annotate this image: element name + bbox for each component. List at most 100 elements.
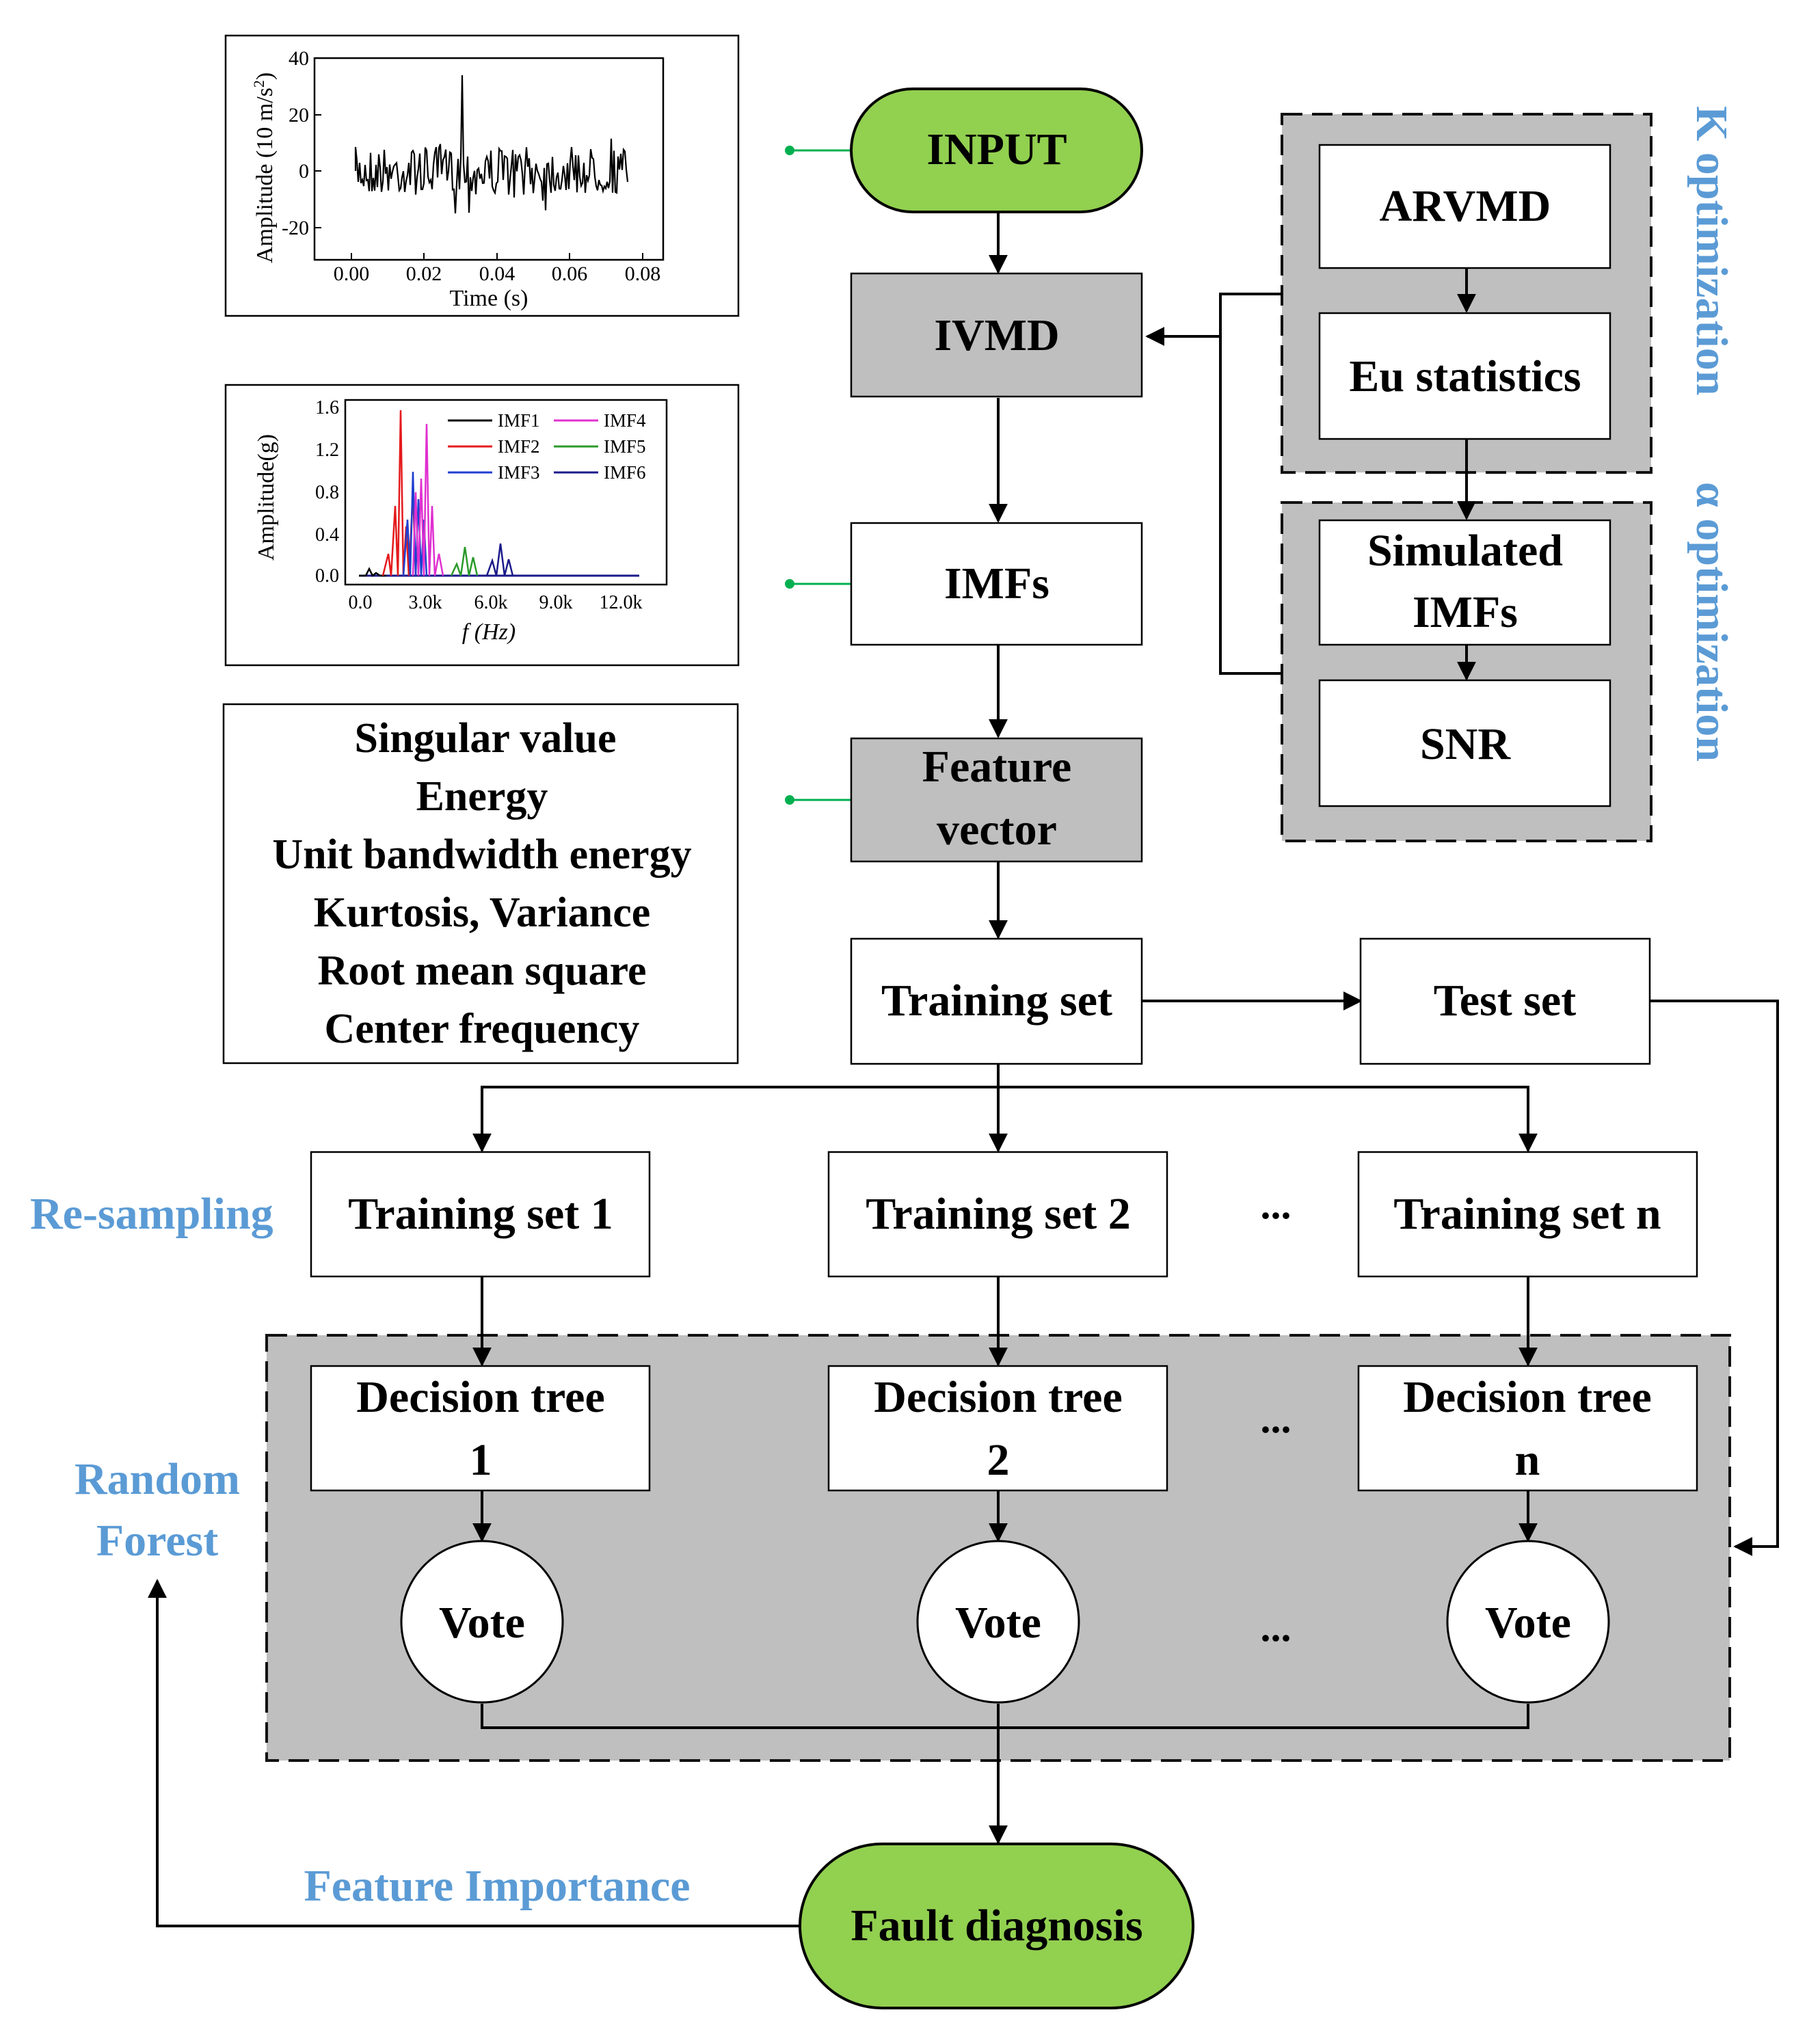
time-chart-yticks: 40 20 0 -20 [282,47,321,239]
test-set-label: Test set [1434,976,1576,1026]
time-ytick-0: 0 [299,160,309,183]
decision-tree-1-line2: 1 [470,1435,492,1485]
time-xtick-1: 0.02 [406,263,442,285]
decision-tree-n-line1: Decision tree [1403,1372,1651,1422]
time-ytick-20: 20 [289,104,309,126]
test-set-node[interactable]: Test set [1359,937,1651,1065]
feature-item-2: Energy [416,773,548,820]
decision-tree-2-line1: Decision tree [874,1372,1122,1422]
spectrum-legend: IMF1 IMF4 IMF2 IMF5 IMF3 IMF6 [448,410,646,483]
spectrum-xticks: 0.0 3.0k 6.0k 9.0k 12.0k [349,592,643,613]
vote-2-node[interactable]: Vote [916,1540,1080,1704]
alpha-optimization-label: α optimization [1687,482,1737,762]
imfs-node[interactable]: IMFs [850,522,1143,646]
decision-tree-n-node[interactable]: Decision tree n [1357,1365,1698,1492]
panel-connectors [785,146,851,805]
imf5-trace [450,546,479,576]
spectrum-ytick-4: 0.0 [315,565,339,587]
feature-item-5: Root mean square [317,948,646,994]
input-label: INPUT [926,124,1067,174]
simulated-imfs-node[interactable]: Simulated IMFs [1318,519,1611,646]
spectrum-ytick-1: 1.2 [315,440,339,461]
spectrum-ytick-2: 0.8 [315,482,339,503]
training-set-n-node[interactable]: Training set n [1357,1151,1698,1278]
legend-imf2: IMF2 [498,436,540,457]
time-chart-xticks: 0.00 0.02 0.04 0.06 0.08 [334,253,661,285]
feature-item-4: Kurtosis, Variance [314,889,651,936]
k-optimization-label: K optimization [1687,106,1737,396]
ivmd-label: IVMD [934,310,1059,360]
feature-item-3: Unit bandwidth energy [272,831,691,878]
simulated-imfs-line2: IMFs [1413,587,1518,637]
decision-tree-2-node[interactable]: Decision tree 2 [827,1365,1168,1492]
arvmd-node[interactable]: ARVMD [1318,144,1611,269]
time-xtick-4: 0.08 [625,263,661,285]
feature-item-6: Center frequency [325,1006,640,1052]
time-signal-trace [354,75,629,214]
legend-imf6: IMF6 [604,462,646,483]
spectrum-yticks: 1.6 1.2 0.8 0.4 0.0 [315,397,339,587]
ivmd-node[interactable]: IVMD [850,272,1143,398]
decision-tree-1-node[interactable]: Decision tree 1 [310,1365,651,1492]
training-set-label: Training set [881,976,1112,1026]
fault-diagnosis-label: Fault diagnosis [851,1901,1142,1951]
feature-importance-label: Feature Importance [304,1861,690,1911]
time-xtick-0: 0.00 [334,263,370,285]
time-xtick-3: 0.06 [552,263,588,285]
spectrum-xtick-3: 9.0k [539,592,573,613]
time-chart-ylabel: Amplitude (10 m/s2) [250,72,278,263]
vote-n-label: Vote [1485,1598,1571,1648]
spectrum-chart-axes [344,399,668,586]
vote-n-node[interactable]: Vote [1446,1540,1610,1704]
spectrum-ytick-3: 0.4 [315,524,339,546]
imf1-trace [359,567,386,577]
simulated-imfs-line1: Simulated [1367,526,1563,576]
spectrum-xtick-0: 0.0 [349,592,373,613]
decision-tree-n-line2: n [1515,1435,1540,1485]
legend-imf5: IMF5 [604,436,646,457]
spectrum-xtick-4: 12.0k [600,592,643,613]
feature-item-1: Singular value [354,715,616,762]
input-node[interactable]: INPUT [850,88,1143,213]
random-forest-label-line1: Random [75,1454,240,1504]
legend-imf4: IMF4 [604,410,646,431]
imf4-trace [412,423,444,576]
snr-node[interactable]: SNR [1318,679,1611,807]
training-set-1-node[interactable]: Training set 1 [310,1151,651,1278]
feature-list-panel: Singular value Energy Unit bandwidth ene… [222,703,739,1065]
ellipsis-tree: ... [1261,1396,1292,1441]
fault-diagnosis-node[interactable]: Fault diagnosis [799,1843,1194,2009]
time-ytick-neg20: -20 [282,217,309,239]
feature-vector-node[interactable]: Feature vector [850,737,1143,863]
legend-imf3: IMF3 [498,462,540,483]
training-set-node[interactable]: Training set [850,937,1143,1065]
connectors [148,146,1779,1927]
snr-label: SNR [1420,719,1511,769]
training-set-2-node[interactable]: Training set 2 [827,1151,1168,1278]
vote-1-node[interactable]: Vote [400,1540,564,1704]
spectrum-xlabel: f (Hz) [462,619,516,645]
time-chart-axes [313,57,665,261]
training-set-n-label: Training set n [1393,1189,1661,1239]
feature-vector-label-line1: Feature [922,742,1072,792]
feature-vector-label-line2: vector [937,805,1057,855]
time-chart-xlabel: Time (s) [450,286,528,311]
spectrum-xtick-2: 6.0k [474,592,508,613]
spectrum-ylabel: Amplitude(g) [254,434,279,561]
ellipsis-vote: ... [1261,1605,1292,1650]
time-ytick-40: 40 [289,47,309,70]
random-forest-label-line2: Forest [96,1516,218,1566]
training-set-2-label: Training set 2 [866,1189,1130,1239]
vote-1-label: Vote [439,1598,525,1648]
legend-imf1: IMF1 [498,410,540,431]
resampling-label: Re-sampling [30,1189,273,1239]
vote-2-label: Vote [955,1598,1041,1648]
ellipsis-training: ... [1261,1182,1292,1227]
spectrum-xtick-1: 3.0k [409,592,442,613]
decision-tree-2-line2: 2 [987,1435,1010,1485]
imfs-label: IMFs [944,559,1049,608]
imf6-trace [485,543,514,576]
eu-statistics-node[interactable]: Eu statistics [1318,312,1611,440]
eu-statistics-label: Eu statistics [1349,351,1581,401]
